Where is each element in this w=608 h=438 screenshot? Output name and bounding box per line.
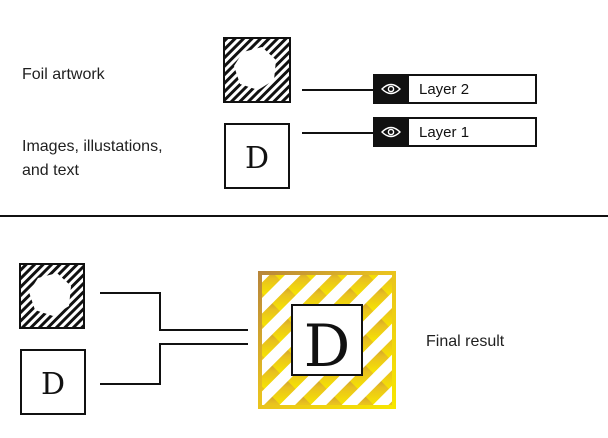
tile-letter-small: D [41, 367, 65, 402]
images-text-label-line2: and text [22, 162, 79, 179]
layer-2-row[interactable]: Layer 2 [373, 74, 537, 104]
eye-icon[interactable] [373, 74, 409, 104]
layer-1-row[interactable]: Layer 1 [373, 117, 537, 147]
images-text-label-line1: Images, illustations, [22, 138, 163, 155]
connector-text-to-result [100, 343, 248, 385]
foil-artwork-label: Foil artwork [22, 66, 105, 83]
text-tile: D [224, 123, 290, 189]
foil-artwork-tile-small [19, 263, 85, 329]
eye-icon[interactable] [373, 117, 409, 147]
final-result-letter: D [304, 312, 351, 380]
foil-artwork-tile [223, 37, 291, 103]
connector-foil-to-result [100, 292, 248, 331]
final-result-label: Final result [426, 333, 505, 350]
final-result-tile: D [258, 271, 396, 409]
layer-2-name: Layer 2 [409, 74, 537, 104]
text-tile-small: D [20, 349, 86, 415]
layer-1-name: Layer 1 [409, 117, 537, 147]
tile-letter: D [245, 141, 269, 176]
